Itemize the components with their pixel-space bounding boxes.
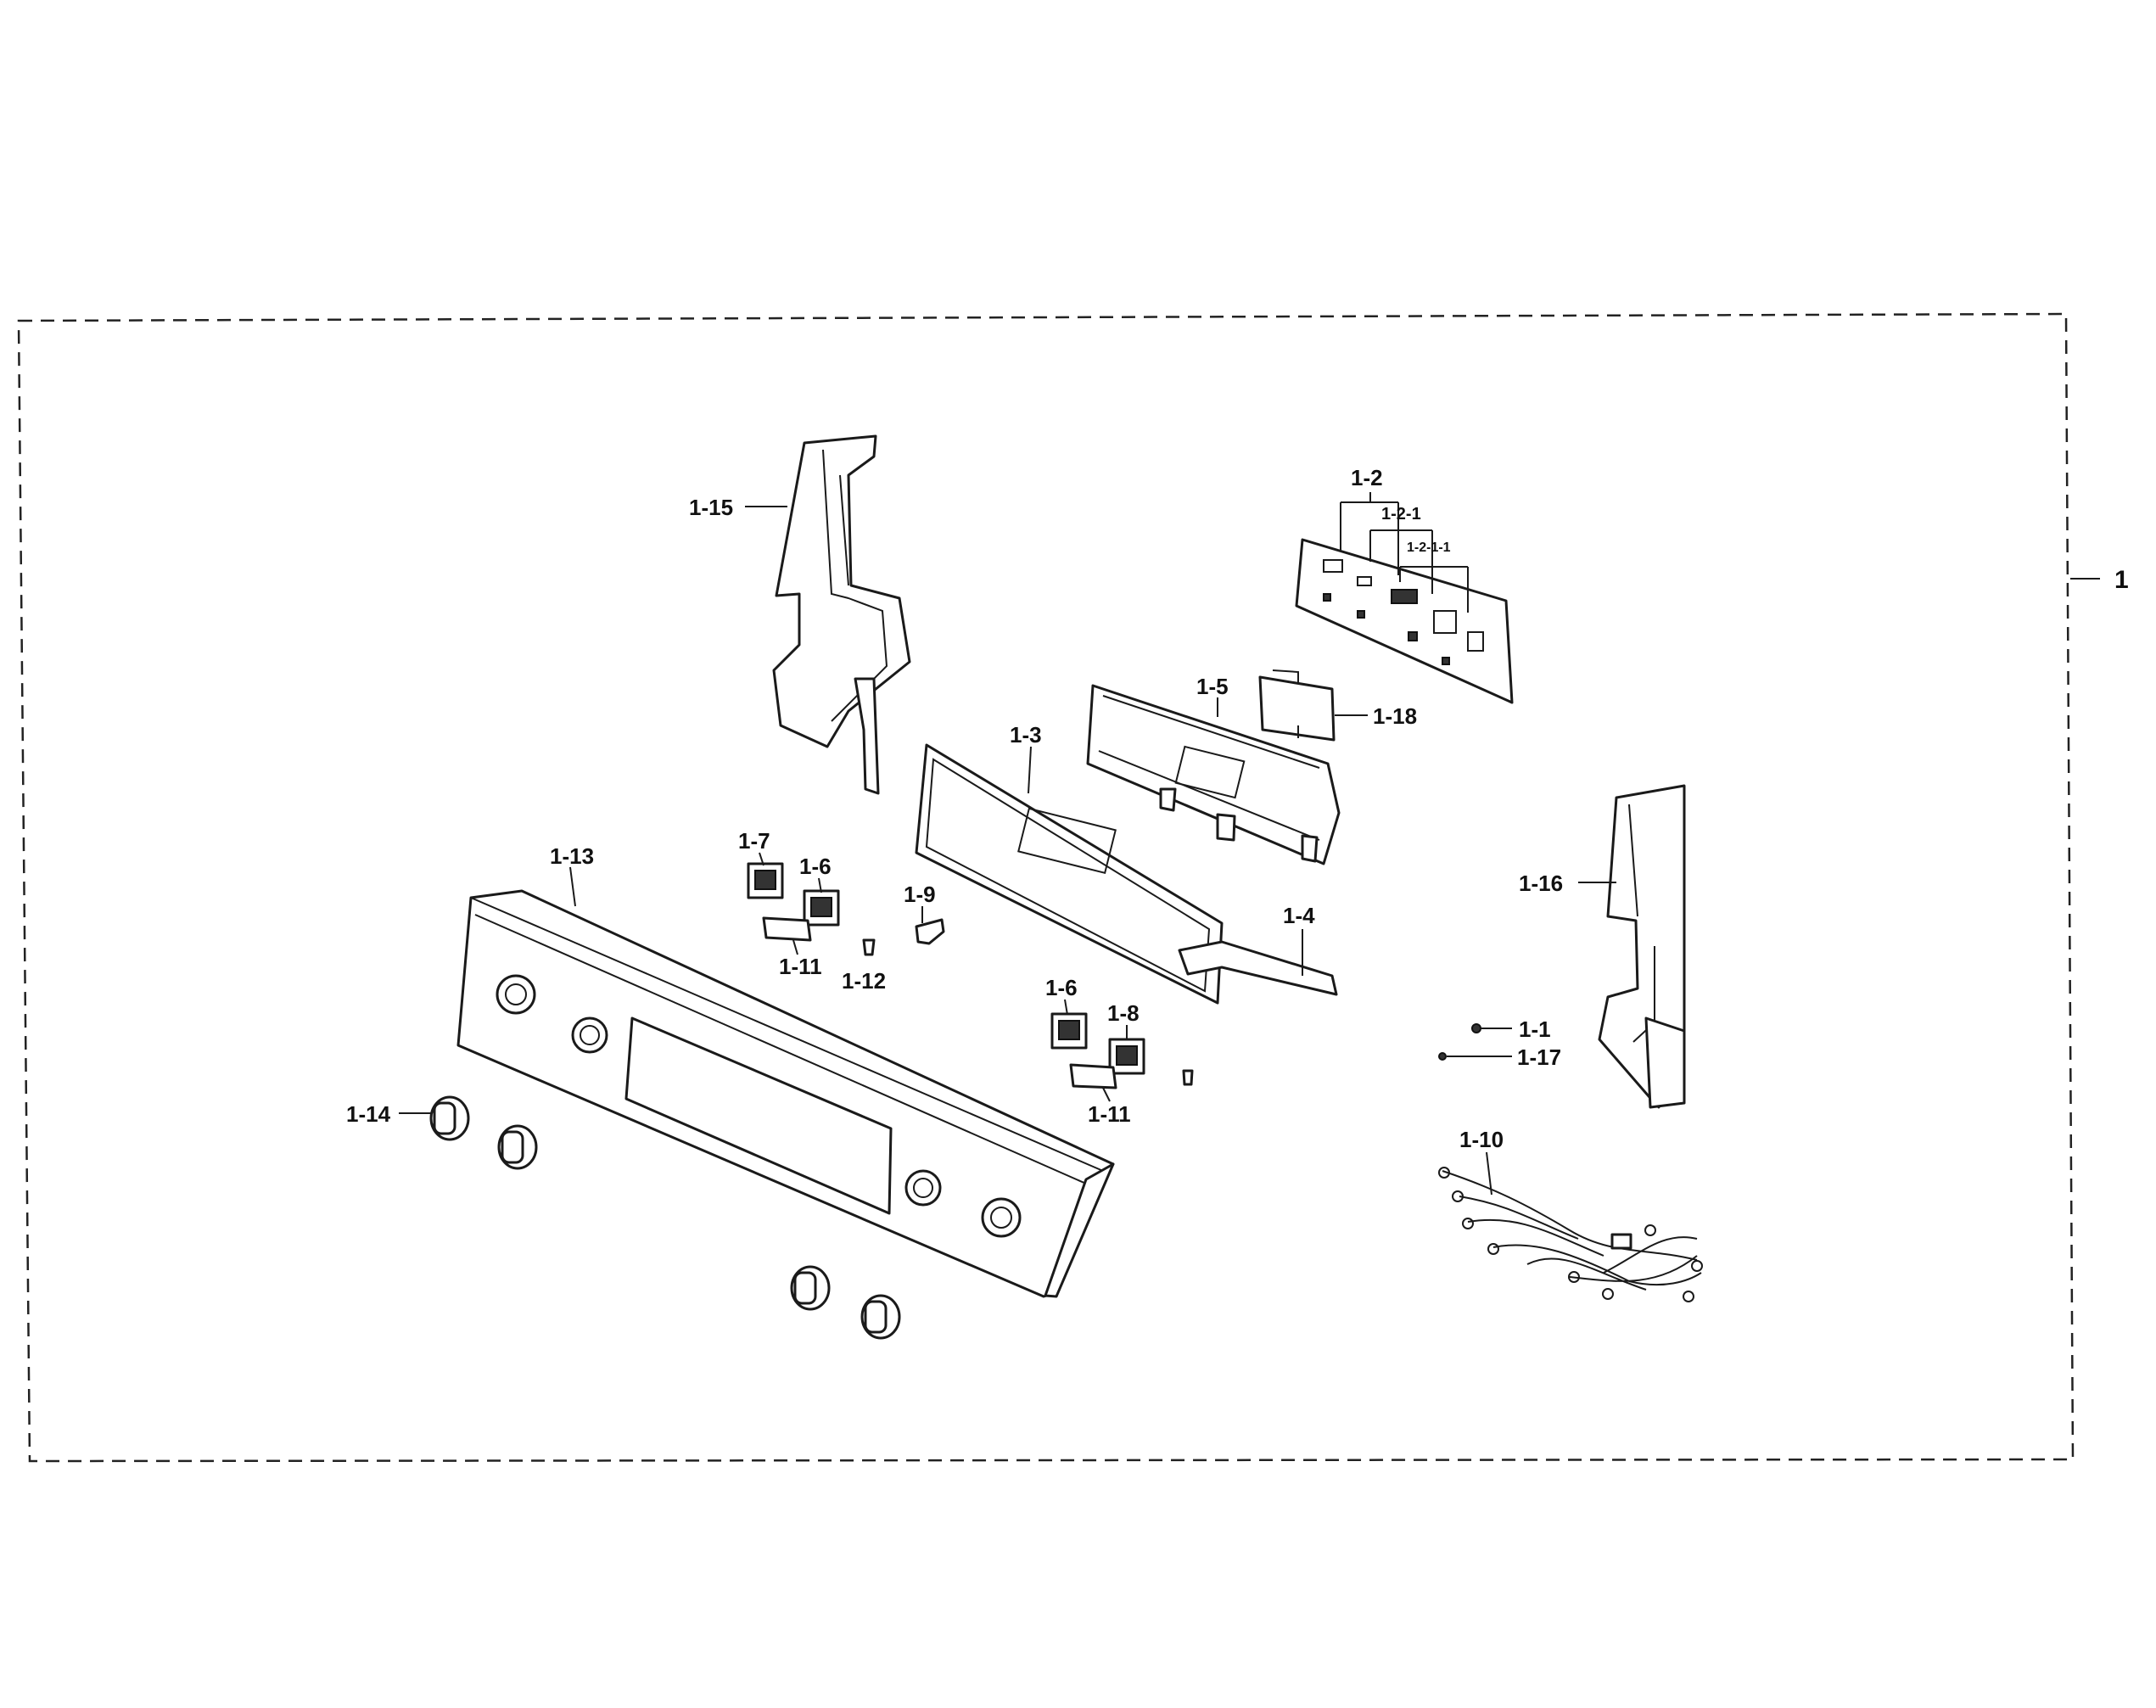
label-1-17: 1-17: [1517, 1044, 1561, 1070]
label-1-2: 1-2: [1351, 465, 1383, 490]
part-1-6-switch-upper: [803, 889, 840, 927]
label-1-9: 1-9: [904, 882, 936, 907]
part-1-8-switch: [1108, 1038, 1145, 1075]
part-1-2-control-board: [1295, 538, 1514, 704]
label-1-14: 1-14: [346, 1101, 391, 1127]
part-1-3-trim-frame: [915, 743, 1224, 1005]
label-1-2-1: 1-2-1: [1381, 505, 1421, 524]
part-1-9-clip: [915, 918, 945, 945]
knob-4: [860, 1294, 901, 1340]
knob-2: [497, 1124, 538, 1170]
label-1-6-lower: 1-6: [1045, 975, 1078, 1000]
label-1-4: 1-4: [1283, 903, 1315, 928]
assembly-boundary: [17, 312, 2075, 1463]
part-1-4-gasket: [1178, 940, 1338, 996]
part-1-1-screw: [1471, 1023, 1481, 1033]
assembly-label: 1: [2114, 566, 2129, 594]
part-1-5-display-bracket: [1086, 684, 1341, 865]
part-1-6-switch-lower: [1050, 1012, 1088, 1050]
part-1-16-right-bracket: [1598, 784, 1686, 1109]
label-1-7: 1-7: [738, 828, 770, 854]
label-1-6-upper: 1-6: [799, 854, 832, 879]
part-1-18-cover: [1258, 669, 1336, 742]
knob-3: [790, 1265, 831, 1311]
label-1-3: 1-3: [1010, 722, 1042, 748]
part-1-10-wire-harness: [1438, 1167, 1703, 1302]
part-1-14-knob: [429, 1095, 470, 1141]
label-1-11-upper: 1-11: [779, 954, 822, 979]
label-1-13: 1-13: [550, 843, 594, 869]
part-1-11-actuator-upper: [762, 916, 812, 942]
label-1-5: 1-5: [1196, 674, 1229, 699]
part-1-12-screw: [862, 938, 876, 956]
label-1-18: 1-18: [1373, 703, 1417, 729]
label-1-1: 1-1: [1519, 1016, 1551, 1042]
label-1-11-lower: 1-11: [1088, 1101, 1131, 1127]
part-1-17-screw: [1438, 1052, 1447, 1061]
label-1-12: 1-12: [842, 968, 886, 994]
label-1-8: 1-8: [1107, 1000, 1140, 1026]
part-1-7-switch: [747, 862, 784, 899]
label-1-2-1-1: 1-2-1-1: [1407, 540, 1451, 555]
part-1-11-actuator-lower: [1069, 1063, 1117, 1089]
label-1-16: 1-16: [1519, 871, 1563, 896]
part-1-15-left-bracket: [772, 434, 911, 795]
part-small-screw: [1182, 1069, 1194, 1086]
label-1-10: 1-10: [1459, 1127, 1504, 1152]
part-1-13-control-panel: [456, 889, 1115, 1298]
label-1-15: 1-15: [689, 495, 733, 520]
